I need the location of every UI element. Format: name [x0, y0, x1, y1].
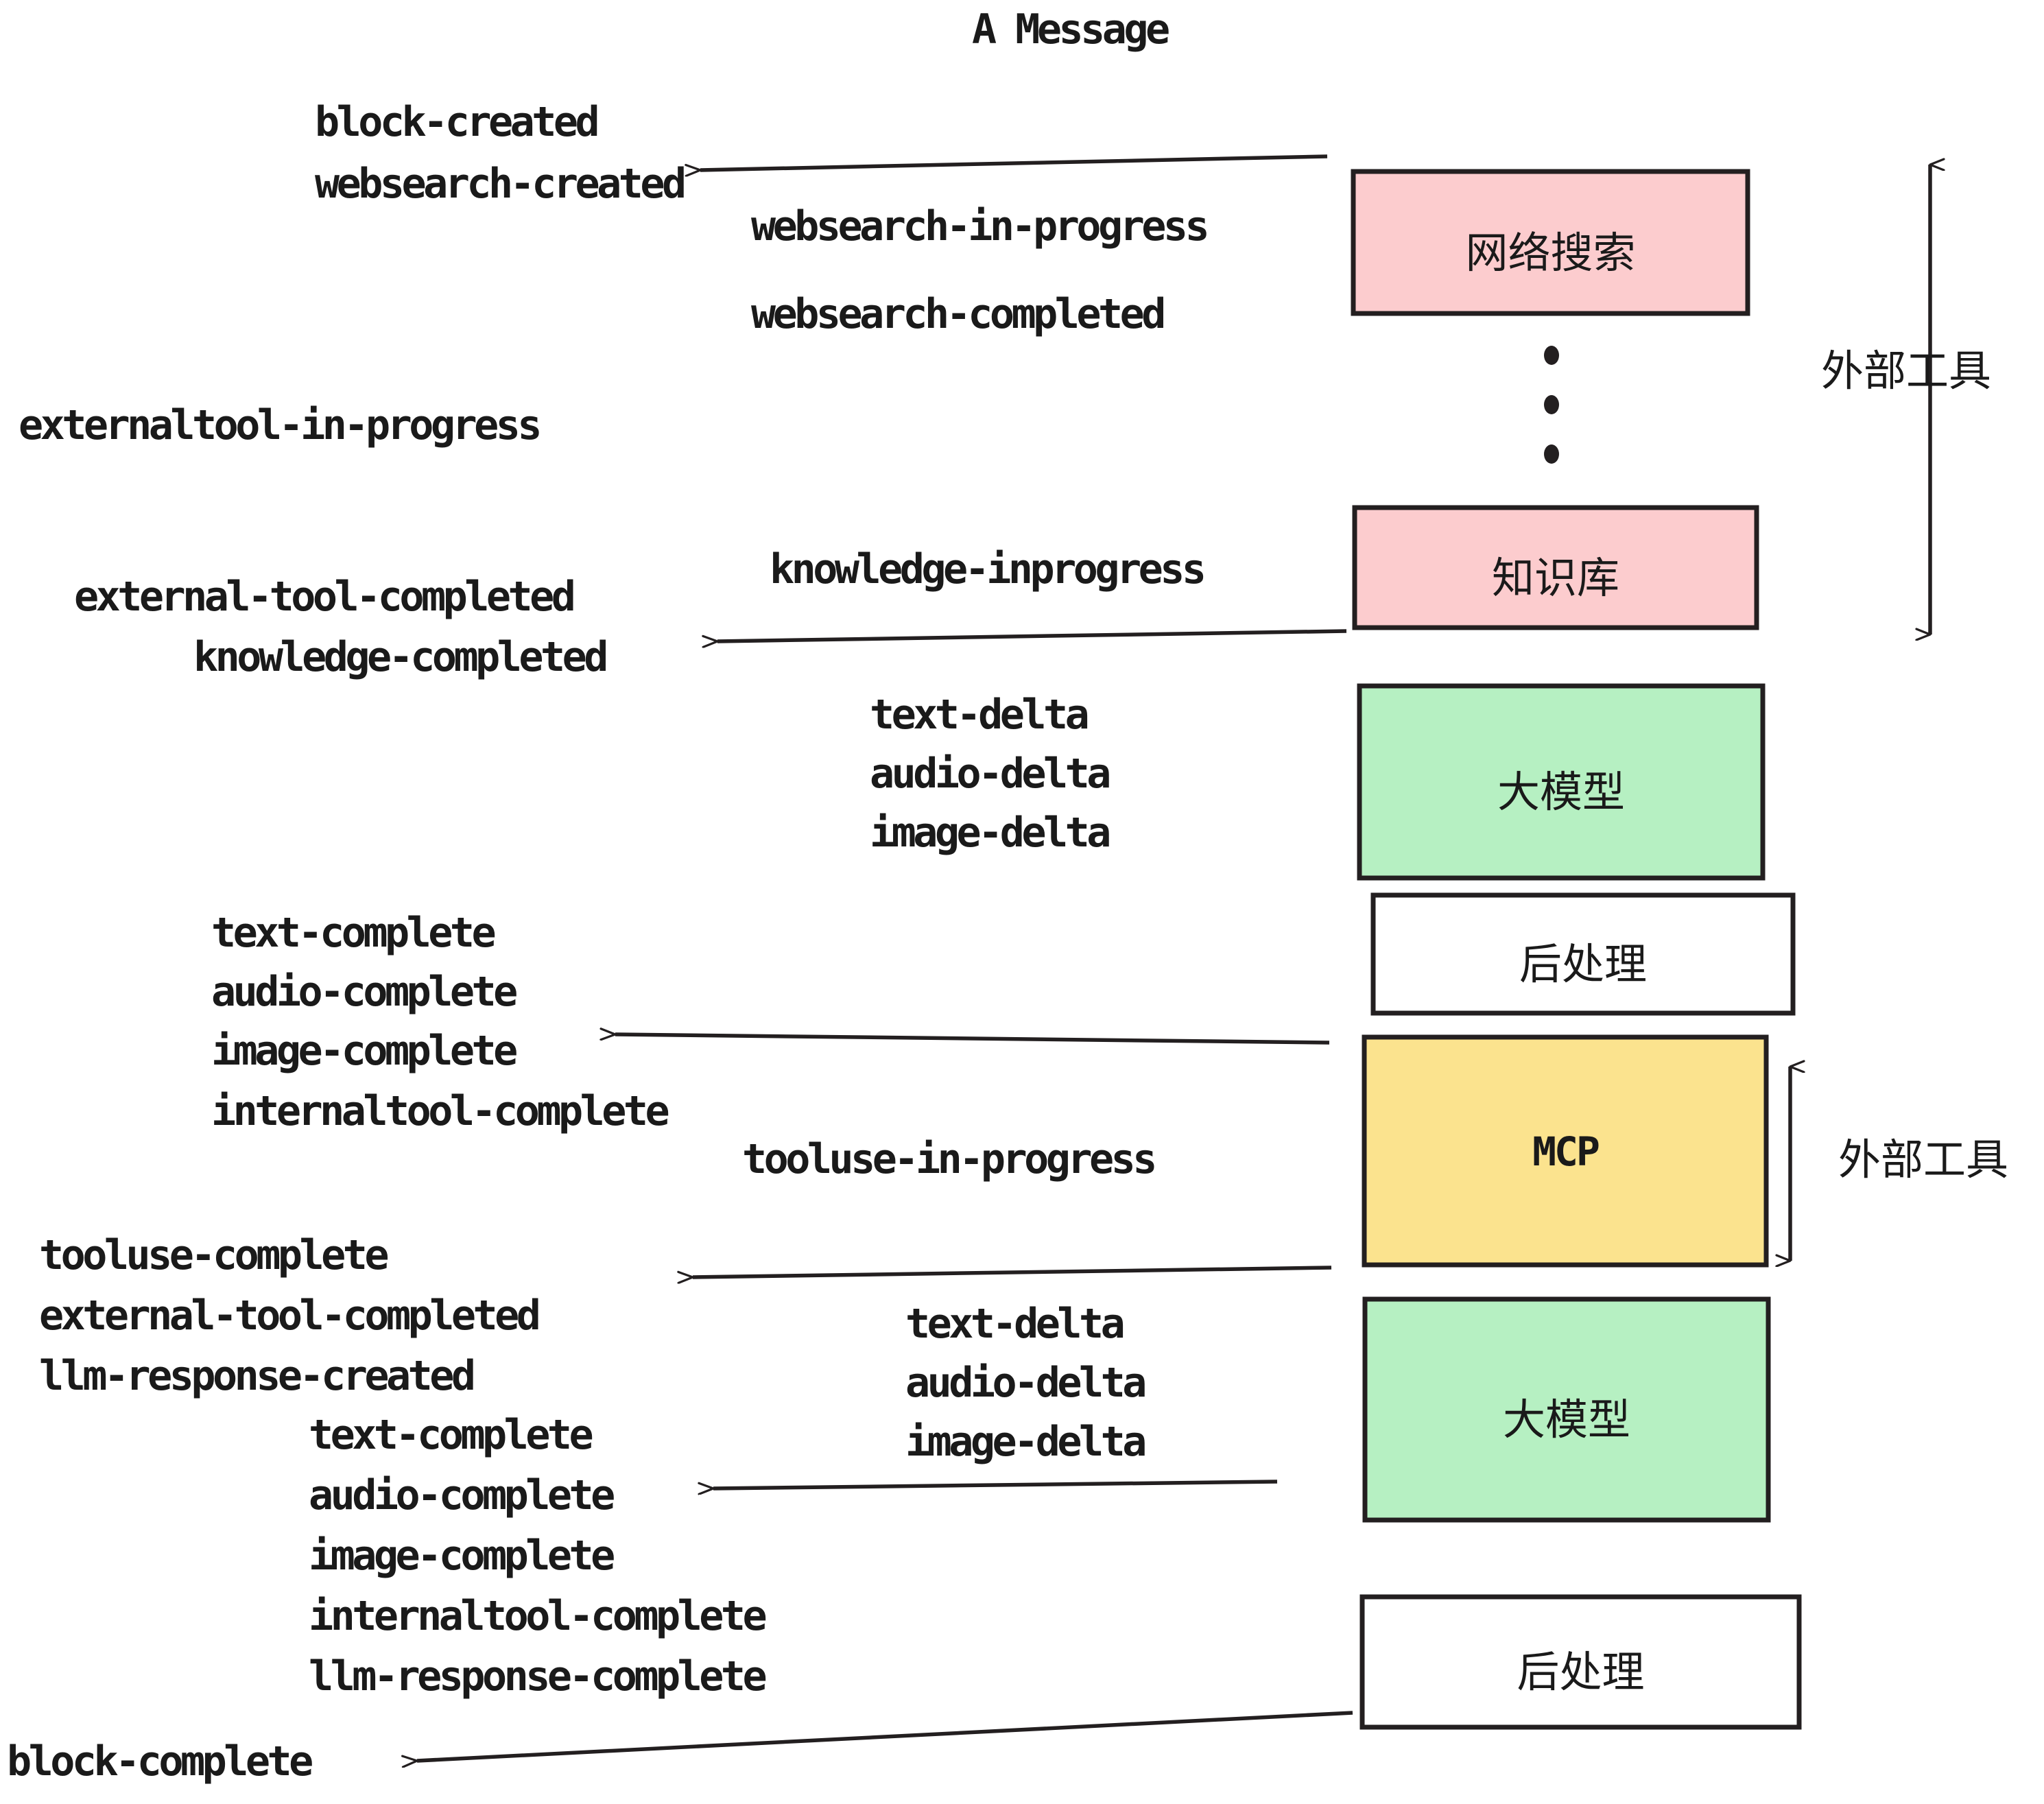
event-label: text-complete [211, 909, 497, 957]
arrow-mcp-to-events [693, 1266, 1332, 1277]
box-mcp [1362, 1034, 1769, 1268]
process-boxes [1351, 169, 1802, 1730]
box-label-knowledgebase: 知识库 [1491, 552, 1619, 603]
page-title: A Message [972, 5, 1170, 54]
event-label: block-created [315, 98, 600, 146]
event-label: internaltool-complete [309, 1592, 768, 1640]
event-label: external-tool-completed [39, 1292, 541, 1340]
scope-brackets [1790, 165, 1930, 1261]
event-label: llm-response-complete [309, 1652, 768, 1700]
box-knowledgebase [1352, 505, 1759, 630]
event-label: image-delta [870, 809, 1111, 857]
event-label: audio-delta [870, 750, 1111, 798]
event-label: websearch-completed [751, 290, 1166, 338]
event-label: knowledge-completed [193, 633, 608, 681]
event-label: image-complete [211, 1027, 518, 1075]
arrow-postprocess-to-events [615, 1034, 1330, 1045]
ellipsis-dot [1544, 444, 1559, 464]
event-label: external-tool-completed [74, 573, 576, 621]
event-label: websearch-in-progress [751, 202, 1210, 250]
event-arrows [417, 154, 1353, 1761]
box-label-llm-1: 大模型 [1497, 767, 1625, 817]
box-postprocess-1 [1370, 892, 1796, 1016]
event-label: audio-complete [211, 968, 518, 1016]
arrow-websearch-to-events [700, 154, 1328, 170]
event-label: tooluse-complete [39, 1231, 389, 1279]
box-websearch [1351, 169, 1750, 316]
event-label: block-complete [7, 1737, 313, 1785]
event-label: internaltool-complete [211, 1087, 670, 1135]
event-label: text-delta [905, 1300, 1126, 1348]
vertical-ellipsis-icon [1544, 346, 1559, 464]
box-label-postprocess-2: 后处理 [1517, 1647, 1645, 1697]
box-llm-1 [1357, 683, 1766, 881]
box-label-postprocess-1: 后处理 [1519, 939, 1647, 989]
box-label-llm-2: 大模型 [1502, 1394, 1630, 1445]
event-label: websearch-created [315, 160, 687, 208]
ellipsis-dot [1544, 346, 1559, 365]
arrow-llm2-to-events [713, 1480, 1278, 1488]
bracket-label-external-tool-top: 外部工具 [1821, 346, 1992, 396]
arrow-postprocess2-to-block [417, 1711, 1353, 1761]
ellipsis-dot [1544, 395, 1559, 414]
box-label-mcp: MCP [1532, 1128, 1600, 1175]
event-label: image-delta [905, 1418, 1147, 1466]
event-label: llm-response-created [39, 1352, 476, 1400]
box-label-websearch: 网络搜索 [1465, 227, 1636, 278]
event-label: tooluse-in-progress [742, 1135, 1157, 1183]
arrow-knowledge-to-events [717, 629, 1347, 641]
bracket-label-external-tool-bottom: 外部工具 [1838, 1135, 2009, 1185]
box-llm-2 [1362, 1296, 1771, 1523]
event-label: audio-delta [905, 1359, 1147, 1407]
event-label: text-delta [870, 691, 1090, 739]
event-label: audio-complete [309, 1471, 615, 1519]
event-label: text-complete [309, 1411, 594, 1459]
event-label: knowledge-inprogress [770, 545, 1207, 593]
event-label: image-complete [309, 1532, 615, 1580]
box-postprocess-2 [1359, 1594, 1802, 1730]
event-label: externaltool-in-progress [19, 401, 542, 449]
